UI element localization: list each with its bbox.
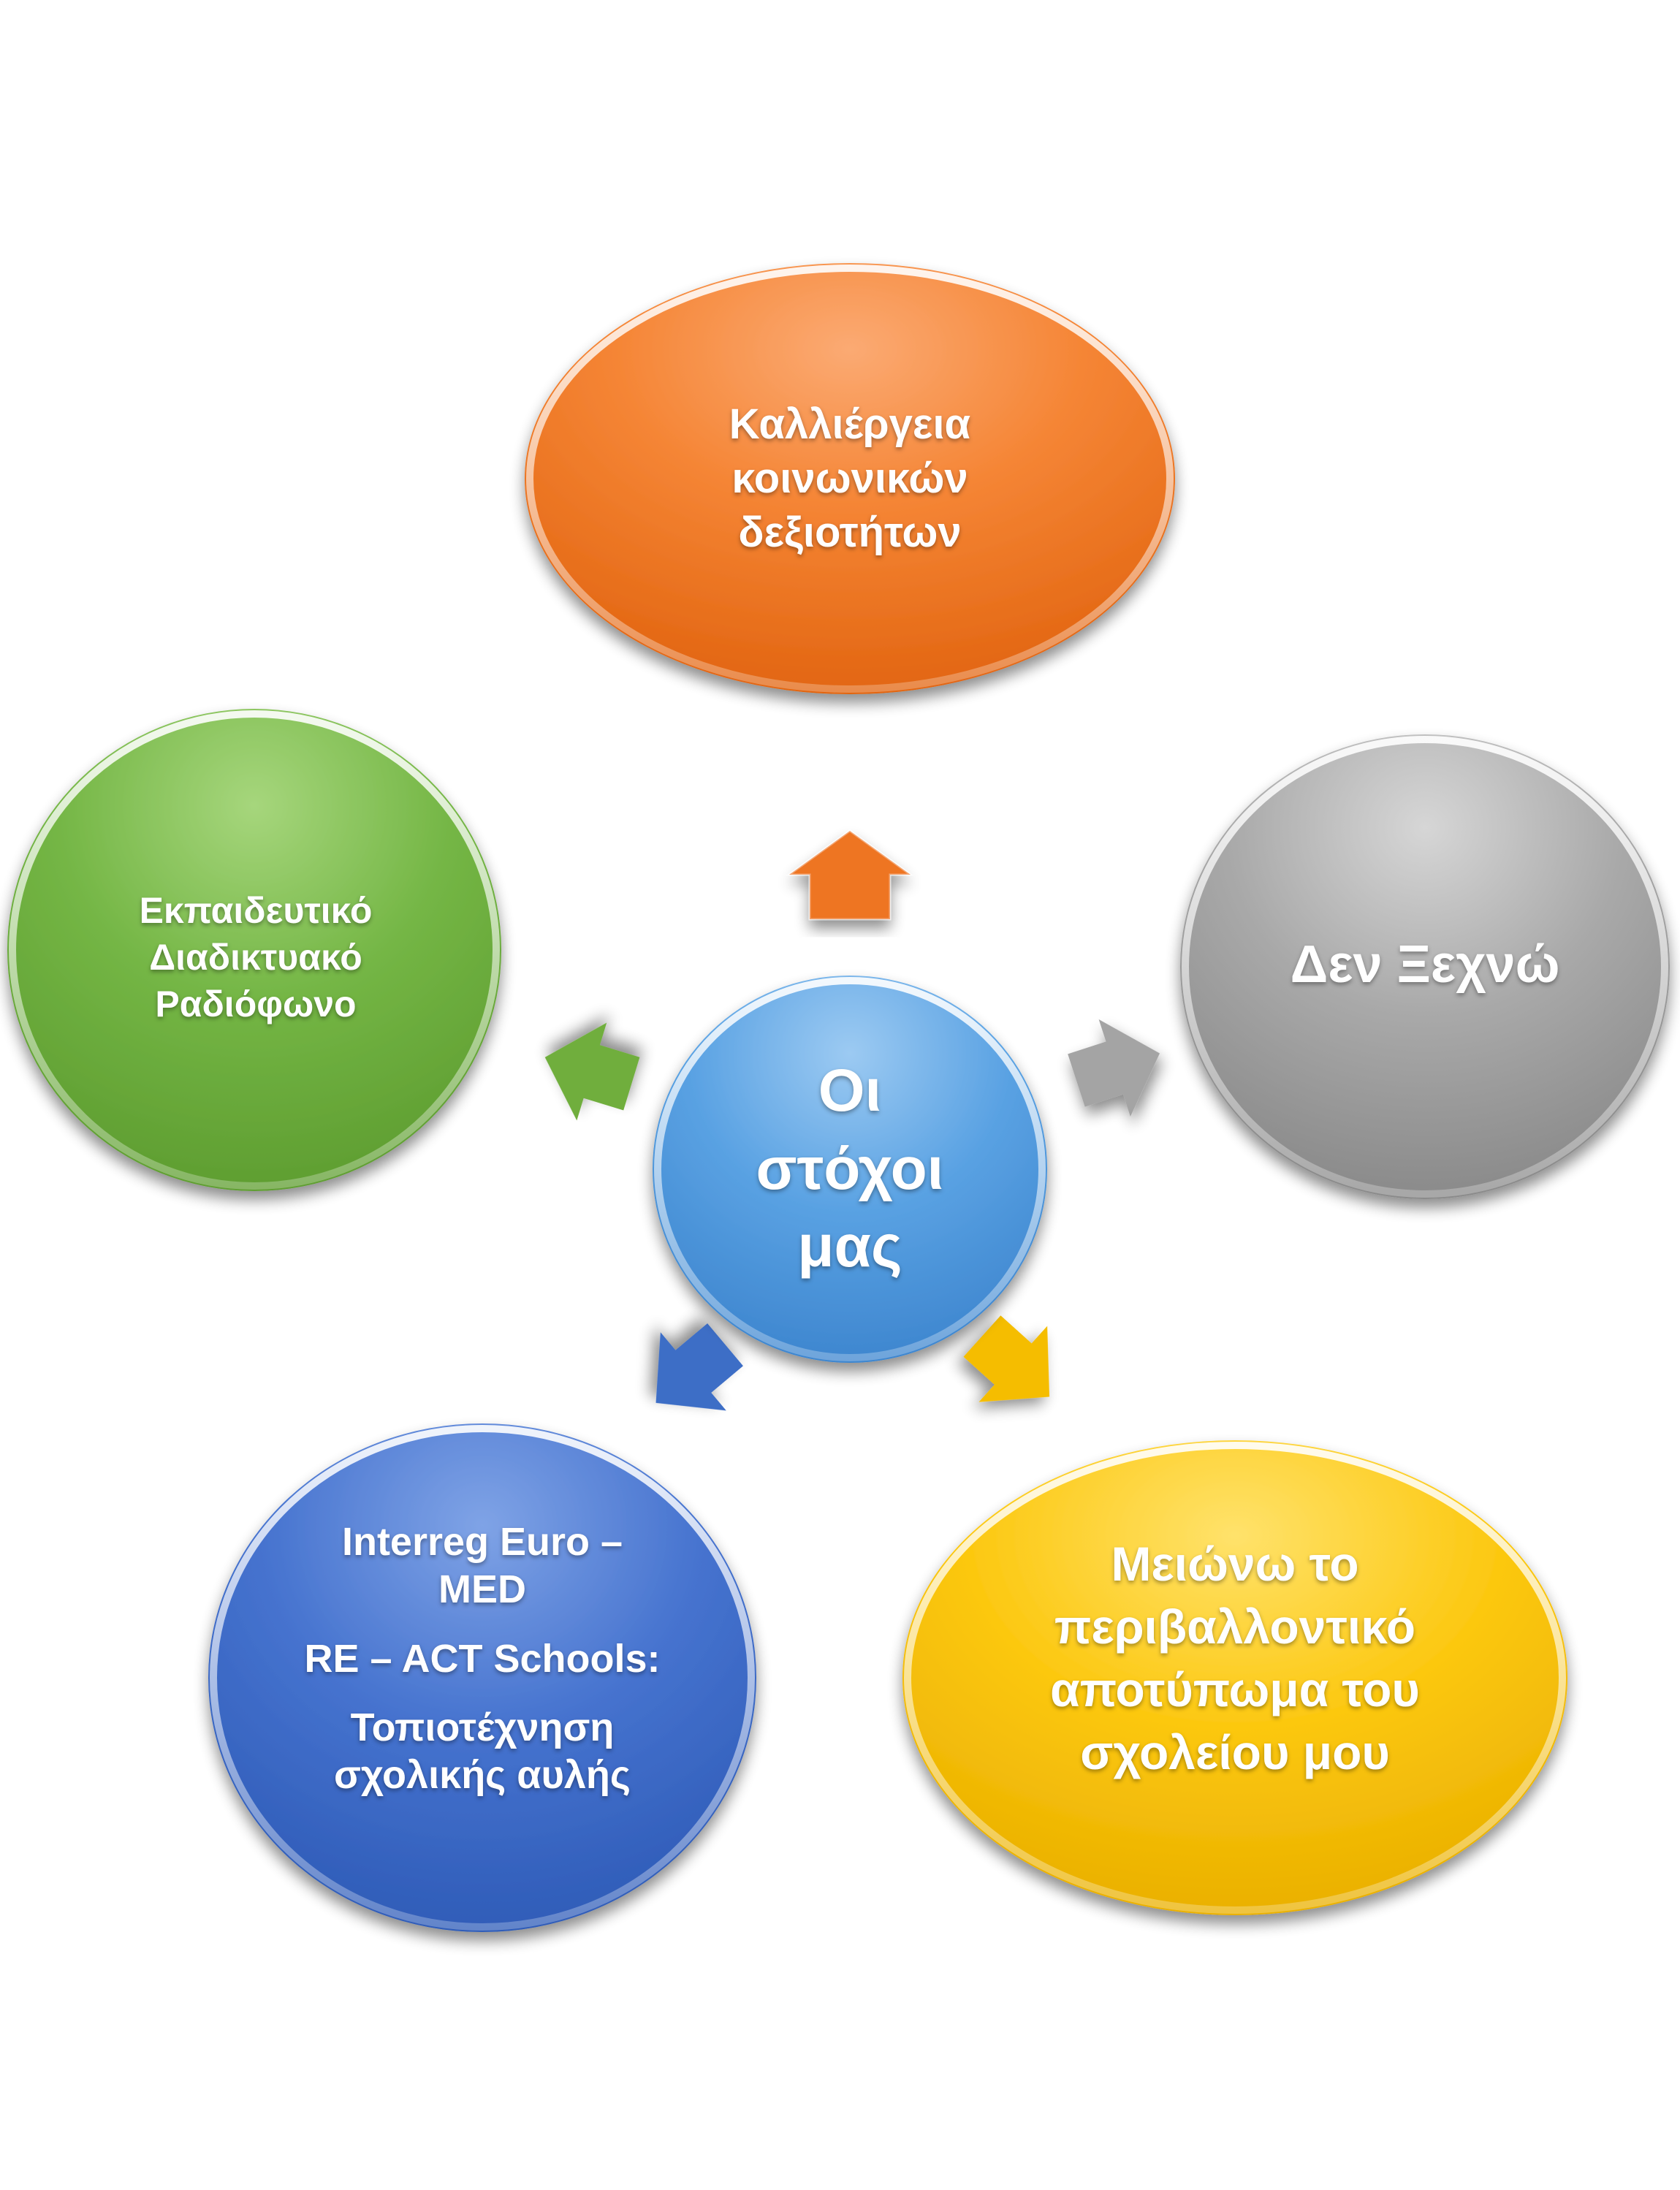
arrow-right-gray	[1068, 1019, 1160, 1117]
node-bottom-right-circle	[902, 1440, 1567, 1915]
arrow-down-left-blue	[655, 1323, 743, 1411]
node-top-circle	[525, 263, 1175, 694]
node-left-circle	[7, 709, 501, 1191]
node-bottom-left-circle	[208, 1423, 756, 1932]
center-circle	[653, 976, 1047, 1363]
arrow-down-right-yellow	[963, 1315, 1050, 1402]
node-right-circle	[1180, 734, 1670, 1199]
arrow-up-orange	[786, 829, 914, 921]
arrow-left-green	[544, 1022, 640, 1121]
